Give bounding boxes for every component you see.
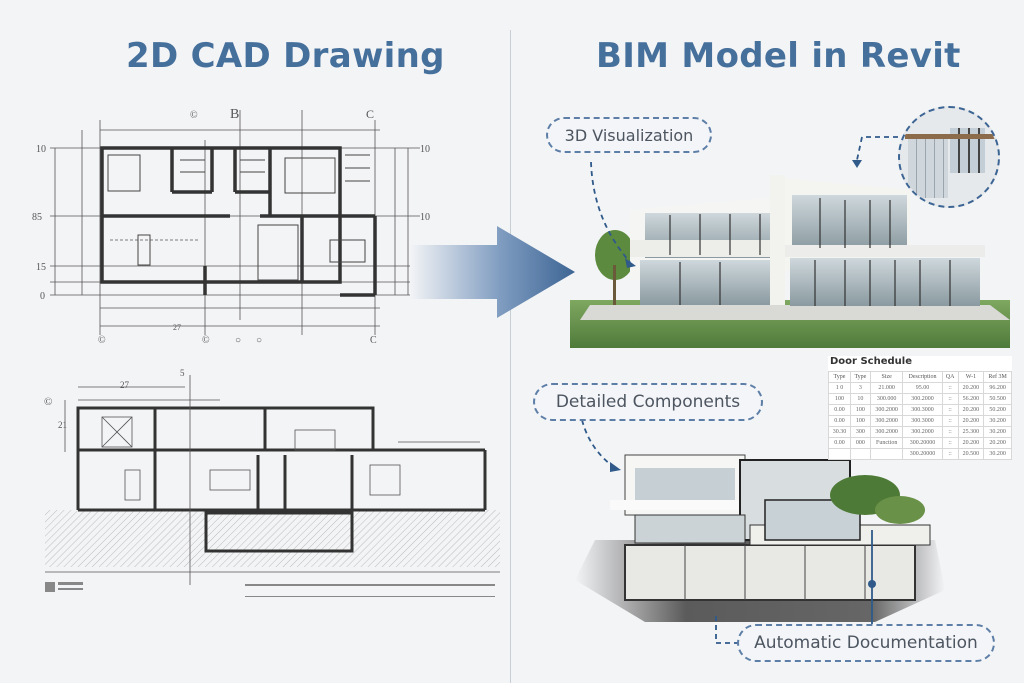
right-title: BIM Model in Revit <box>596 36 961 76</box>
callout-automatic-documentation: Automatic Documentation <box>737 624 995 662</box>
table-cell: 20.500 <box>957 448 985 460</box>
svg-text:10: 10 <box>420 212 430 223</box>
svg-text:0: 0 <box>40 291 45 302</box>
svg-text:©: © <box>202 335 210 346</box>
table-cell <box>849 448 871 460</box>
table-cell: 300.20000 <box>902 448 943 460</box>
svg-text:15: 15 <box>36 262 46 273</box>
table-header-row: Type Type Size Description QA W-1 Ref 3M <box>828 371 1012 383</box>
svg-text:©: © <box>190 110 198 121</box>
svg-text:○: ○ <box>256 335 262 346</box>
house-3d-render <box>570 175 1010 348</box>
cutaway-building-render <box>575 454 945 622</box>
svg-text:85: 85 <box>32 212 42 223</box>
svg-text:27: 27 <box>120 380 130 390</box>
transition-arrow-icon <box>410 226 575 318</box>
door-schedule-table: Type Type Size Description QA W-1 Ref 3M… <box>828 371 1012 460</box>
svg-text:5: 5 <box>180 368 185 378</box>
door-schedule-panel: Door Schedule Type Type Size Description… <box>828 356 1012 460</box>
svg-text:27: 27 <box>173 323 181 332</box>
svg-text:C: C <box>370 335 377 346</box>
door-schedule-title: Door Schedule <box>830 356 912 367</box>
svg-text:21: 21 <box>58 420 67 430</box>
svg-text:©: © <box>44 396 52 408</box>
svg-text:B: B <box>230 107 239 122</box>
floor-plan-drawing: B C © 10 85 15 0 10 10 10 10 20 27 © © ○… <box>32 107 430 346</box>
callout-3d-visualization: 3D Visualization <box>546 117 712 153</box>
left-title: 2D CAD Drawing <box>126 36 445 76</box>
section-drawing: 27 21 5 © <box>44 368 500 597</box>
table-cell: 30.200 <box>983 426 1012 438</box>
svg-text:C: C <box>366 107 374 121</box>
detail-zoom-circle <box>898 106 1000 208</box>
callout-detailed-components: Detailed Components <box>533 383 763 421</box>
table-cell: 30.200 <box>983 448 1012 460</box>
svg-text:©: © <box>98 335 106 346</box>
svg-text:10: 10 <box>420 144 430 155</box>
svg-text:10: 10 <box>36 144 46 155</box>
panel-divider <box>510 30 511 683</box>
svg-text:○: ○ <box>235 335 241 346</box>
